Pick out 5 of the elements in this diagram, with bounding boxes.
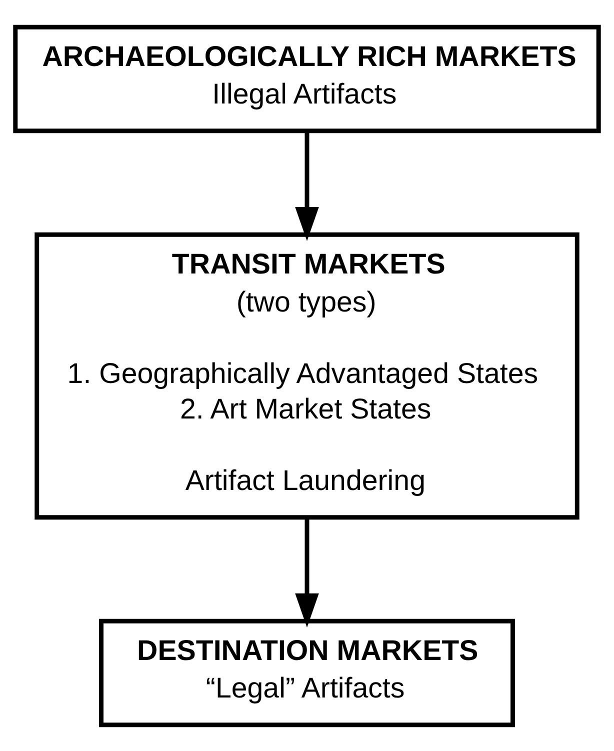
node-box: TRANSIT MARKETS (two types) 1. Geographically Advantaged States 2. Art Market States Artifact Laundering [34, 232, 580, 520]
node-box: DESTINATION MARKETS “Legal” Artifacts [99, 618, 515, 727]
node-box: ARCHAEOLOGICALLY RICH MARKETS Illegal Artifacts [13, 24, 601, 133]
arrow [295, 130, 319, 241]
arrow [295, 517, 319, 627]
